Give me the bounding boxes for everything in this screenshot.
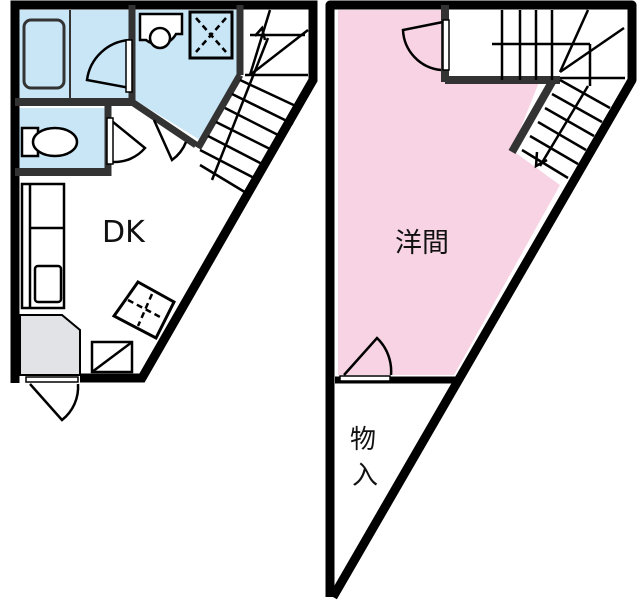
door-swing-icon	[343, 336, 393, 376]
room-label-storage-1: 物	[350, 425, 376, 455]
floor-1: DK	[10, 0, 318, 422]
door-swing-icon	[401, 20, 444, 72]
kitchen-counter	[20, 182, 66, 310]
toilet-icon	[20, 126, 79, 158]
room-label-storage-2: 入	[352, 461, 378, 491]
refrigerator-icon	[111, 280, 176, 341]
floor1-outer-wall	[10, 0, 318, 383]
room-label-western: 洋間	[395, 228, 449, 259]
door-swing-icon	[152, 119, 188, 162]
inner-wall	[508, 80, 556, 154]
entrance-door-icon	[29, 383, 80, 422]
entrance-area	[19, 314, 81, 376]
floor-2: 洋間 物 入	[325, 0, 637, 600]
door-swing-icon	[112, 121, 147, 164]
inner-wall	[194, 73, 244, 150]
cabinet-icon	[90, 340, 134, 374]
bathtub-icon	[22, 18, 66, 90]
bath-area	[18, 10, 130, 100]
room-label-dk: DK	[102, 215, 146, 250]
inner-wall	[130, 99, 198, 148]
staircase-icon	[492, 9, 625, 180]
sink-icon	[33, 264, 63, 304]
door-swing-icon	[85, 38, 131, 90]
western-room-area	[338, 10, 560, 375]
staircase-icon	[199, 9, 309, 196]
floor2-outer-wall	[325, 0, 637, 600]
